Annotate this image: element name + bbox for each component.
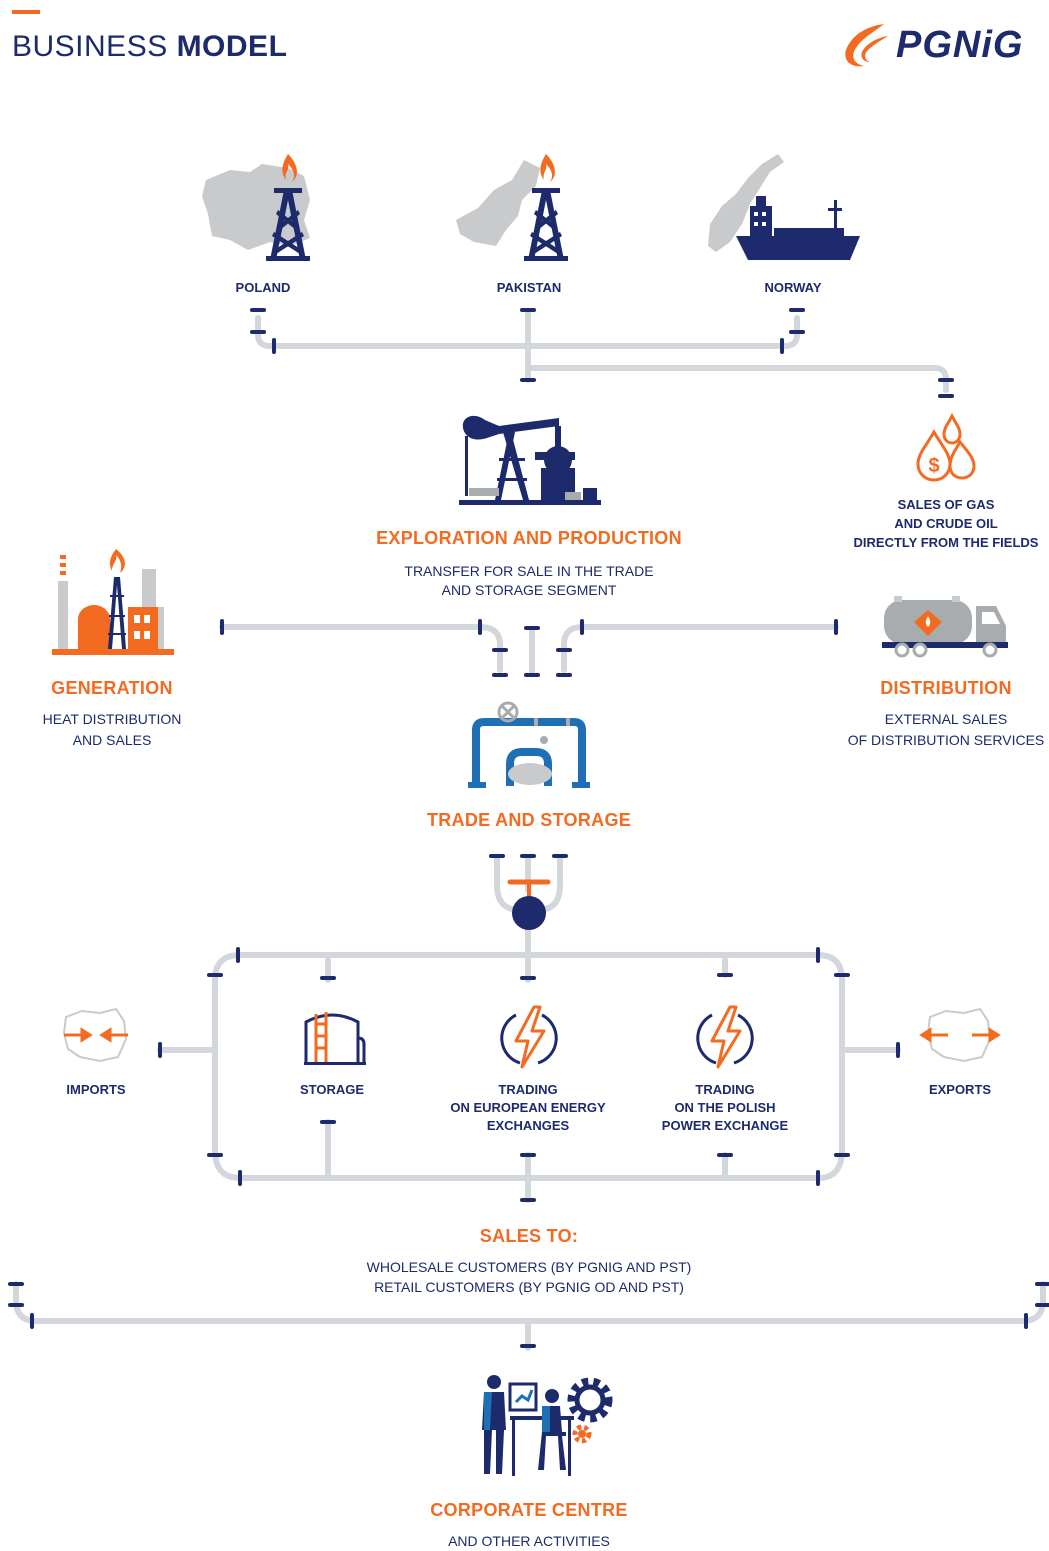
power-plant-icon bbox=[52, 549, 174, 655]
imports-map-icon bbox=[62, 1007, 128, 1063]
generation-subtitle-line2: AND SALES bbox=[72, 732, 152, 748]
exports-label: EXPORTS bbox=[928, 1082, 992, 1097]
storage-label: STORAGE bbox=[299, 1082, 365, 1097]
polish-label-line3: POWER EXCHANGE bbox=[661, 1118, 789, 1133]
storage-tank-icon bbox=[304, 1012, 366, 1065]
distribution-subtitle-line2: OF DISTRIBUTION SERVICES bbox=[847, 732, 1045, 748]
norway-ship-icon bbox=[708, 154, 860, 260]
exploration-subtitle-line2: AND STORAGE SEGMENT bbox=[441, 582, 617, 598]
distribution-title: DISTRIBUTION bbox=[880, 678, 1012, 698]
logo-text: PGNiG bbox=[896, 24, 1024, 66]
source-label-norway: NORWAY bbox=[764, 280, 822, 295]
corporate-title: CORPORATE CENTRE bbox=[430, 1500, 628, 1520]
source-label-poland: POLAND bbox=[235, 280, 291, 295]
source-label-pakistan: PAKISTAN bbox=[496, 280, 562, 295]
pipeline-storage-icon bbox=[468, 701, 590, 788]
corporate-people-gears-icon bbox=[482, 1375, 613, 1476]
field-sales-line3: DIRECTLY FROM THE FIELDS bbox=[853, 535, 1039, 550]
polish-label-line2: ON THE POLISH bbox=[674, 1100, 776, 1115]
european-label-line3: EXCHANGES bbox=[486, 1118, 570, 1133]
field-sales-line1: SALES OF GAS bbox=[897, 497, 995, 512]
imports-label: IMPORTS bbox=[66, 1082, 126, 1097]
title-accent-bar bbox=[12, 10, 40, 14]
european-label-line1: TRADING bbox=[498, 1082, 558, 1097]
exploration-title: EXPLORATION AND PRODUCTION bbox=[376, 528, 682, 548]
european-label-line2: ON EUROPEAN ENERGY bbox=[450, 1100, 606, 1115]
polish-label-line1: TRADING bbox=[695, 1082, 755, 1097]
exports-map-icon bbox=[919, 1007, 1001, 1063]
distribution-subtitle-line1: EXTERNAL SALES bbox=[884, 711, 1008, 727]
corporate-subtitle: AND OTHER ACTIVITIES bbox=[448, 1533, 610, 1549]
svg-text:$: $ bbox=[928, 455, 939, 477]
generation-title: GENERATION bbox=[51, 678, 173, 698]
exploration-subtitle-line1: TRANSFER FOR SALE IN THE TRADE bbox=[404, 563, 654, 579]
trade-storage-title: TRADE AND STORAGE bbox=[426, 810, 632, 830]
pumpjack-icon bbox=[459, 415, 601, 505]
title-light: BUSINESS bbox=[12, 30, 168, 63]
sales-line2: RETAIL CUSTOMERS (BY PGNIG OD AND PST) bbox=[374, 1279, 684, 1295]
pakistan-rig-icon bbox=[456, 154, 568, 261]
gas-tanker-truck-icon bbox=[882, 596, 1008, 658]
pgnig-logo: PGNiG bbox=[838, 20, 1048, 70]
generation-subtitle-line1: HEAT DISTRIBUTION bbox=[42, 711, 182, 727]
field-sales-line2: AND CRUDE OIL bbox=[894, 516, 998, 531]
flame-logo-icon bbox=[845, 24, 888, 67]
title-bold: MODEL bbox=[176, 30, 288, 63]
european-energy-lightning-icon bbox=[500, 1005, 558, 1069]
poland-rig-icon bbox=[202, 154, 310, 261]
page-title: BUSINESS MODEL bbox=[12, 30, 287, 64]
sales-title: SALES TO: bbox=[479, 1226, 579, 1246]
sales-line1: WHOLESALE CUSTOMERS (BY PGNIG AND PST) bbox=[366, 1259, 692, 1275]
oil-drops-dollar-icon: $ bbox=[916, 412, 976, 482]
polish-power-lightning-icon bbox=[696, 1005, 754, 1069]
